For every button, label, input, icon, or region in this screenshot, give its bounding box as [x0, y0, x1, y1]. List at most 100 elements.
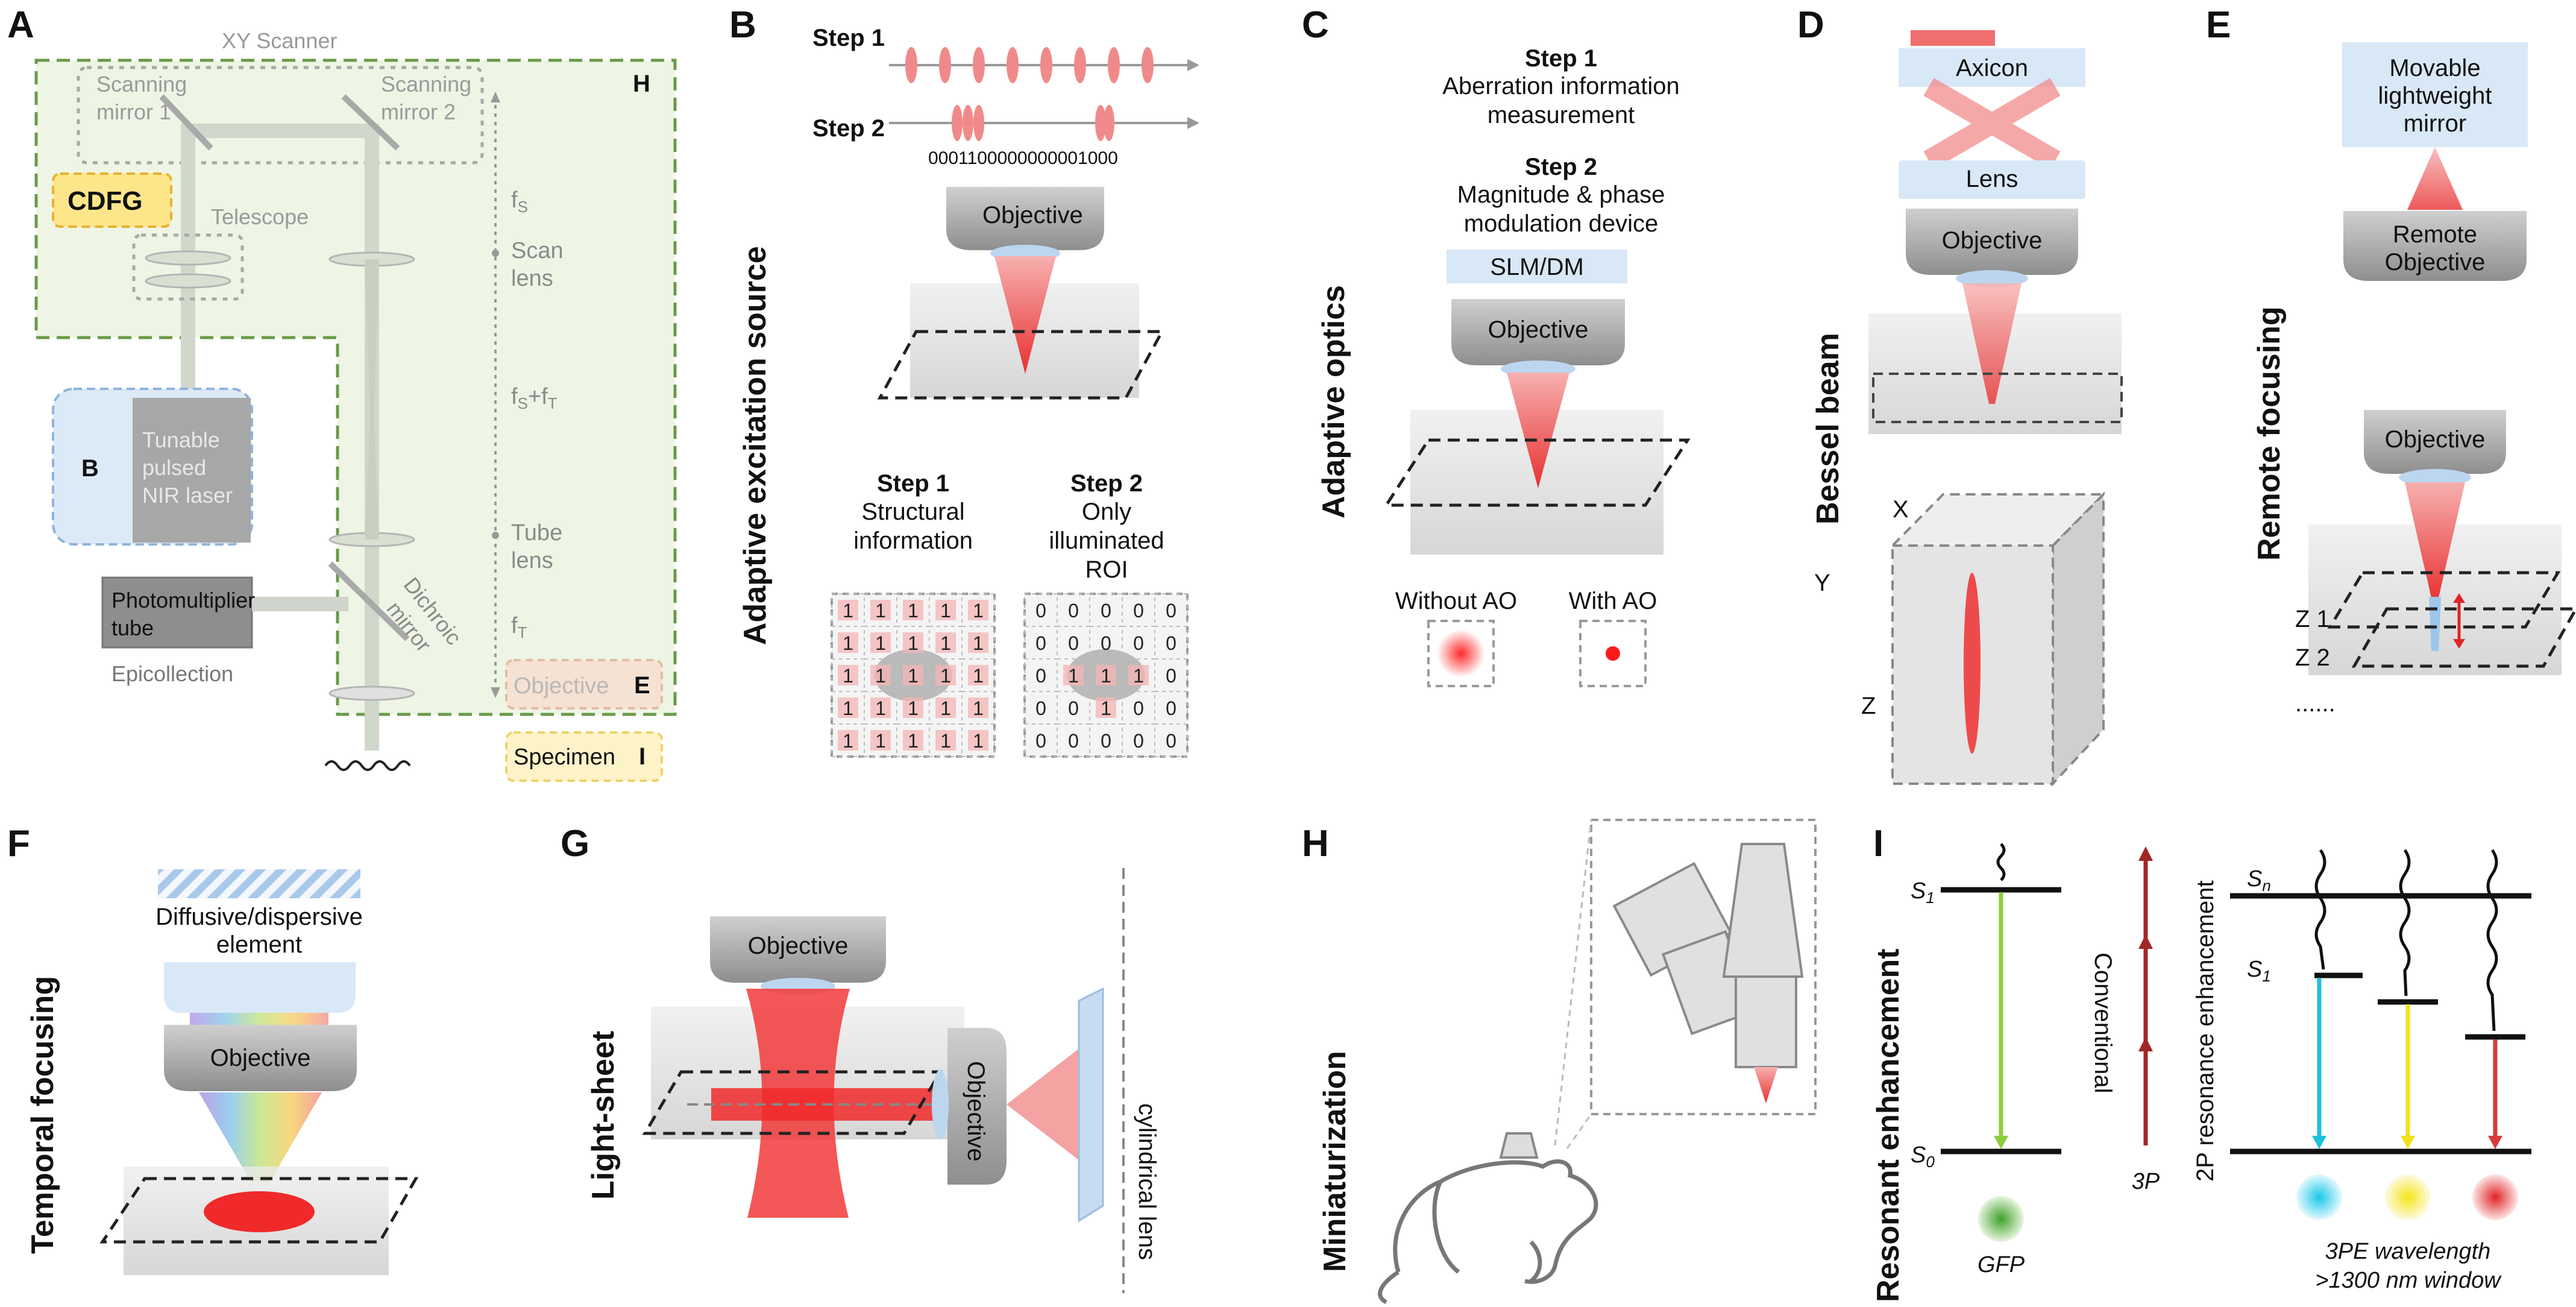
cylindrical-lens-shape [1078, 987, 1104, 1223]
b-step1: Step 1 [812, 25, 885, 51]
c-step2: Step 2 [1525, 154, 1597, 180]
xy-scanner-label: XY Scanner [222, 28, 337, 53]
c-step1-line2: measurement [1487, 102, 1635, 128]
specimen-tag-box [505, 731, 663, 782]
panel-f-letter: F [7, 823, 30, 865]
cylindrical-lens-label: cylindrical lens [1134, 1103, 1160, 1260]
cube-x-label: X [1893, 496, 1909, 523]
g-side-beam [1007, 1044, 1085, 1165]
mouse-miniscope [1499, 1132, 1539, 1159]
relax-squiggle-2 [2399, 849, 2411, 997]
panel-f-title: Temporal focusing [25, 976, 60, 1254]
grid-cell-value: 1 [1101, 698, 1111, 719]
telescope-lens-2 [145, 273, 231, 289]
grid-cell [864, 723, 897, 757]
panel-g-letter: G [561, 823, 589, 865]
grid-cell [929, 723, 963, 757]
relax-squiggle-1 [2314, 849, 2326, 970]
mirror1-line1: Scanning [96, 72, 187, 96]
cube-top [1890, 493, 2106, 547]
grid-cell-value: 0 [1035, 600, 1046, 622]
laser-line1: Tunable [142, 427, 220, 452]
grid-cell-value: 1 [940, 698, 951, 719]
f-objective-body [164, 1025, 357, 1091]
panel-d: D Bessel beam Axicon Lens Objective X Y … [1797, 4, 2123, 787]
grid-cell-value: 1 [908, 665, 919, 687]
c-focal-plane [1383, 438, 1691, 507]
d-objective-lens [1956, 270, 2028, 287]
movable-mirror-box [2342, 42, 2528, 147]
dispersive-element [158, 869, 360, 898]
b-objective-body [946, 187, 1104, 250]
panel-e: E Remote focusing Movable lightweight mi… [2206, 4, 2576, 717]
mirror-line3: mirror [2404, 110, 2466, 137]
c-step1: Step 1 [1525, 45, 1597, 72]
grid-cell-value: 1 [875, 600, 886, 622]
dichroic-mirror-shape [328, 561, 410, 641]
b-s1-line1: Structural [861, 499, 964, 525]
b-s2-line1: Only [1082, 499, 1131, 525]
e-objective-lens [2399, 469, 2471, 486]
grid-cell-value: 0 [1133, 632, 1144, 654]
illuminated-cell [935, 665, 956, 685]
epi-beam [252, 597, 348, 611]
c-step2-line2: modulation device [1464, 210, 1658, 237]
grid-cell-value: 0 [1166, 730, 1176, 752]
inset-guide-1 [1554, 819, 1592, 1146]
b-step2: Step 2 [812, 115, 885, 142]
slm-box [1447, 250, 1627, 283]
grid-cell-value: 0 [1166, 632, 1176, 654]
f-focus-spot [204, 1191, 315, 1232]
grid-cell-value: 1 [940, 632, 951, 654]
b-objective-label: Objective [982, 202, 1083, 228]
red-spot [2472, 1174, 2518, 1220]
xy-scanner-region [34, 58, 677, 716]
panel-h: H Miniaturization [1302, 819, 1817, 1305]
gfp-label: GFP [1978, 1252, 2025, 1277]
relax-squiggle-3 [2486, 849, 2498, 1031]
illuminated-cell [903, 600, 923, 620]
grid-cell-value: 0 [1166, 600, 1176, 622]
cdfg-box [52, 172, 172, 228]
panel-c-title: Adaptive optics [1316, 285, 1351, 518]
grid-cell-value: 1 [875, 665, 886, 687]
illuminated-cell [903, 730, 923, 751]
panel-b-title: Adaptive excitation source [738, 246, 773, 645]
axicon-body [1899, 48, 2085, 87]
grid-cell-value: 1 [843, 730, 853, 752]
window-line2: >1300 nm window [2315, 1268, 2502, 1293]
grid-cell-value: 0 [1133, 698, 1144, 719]
illuminated-cell [903, 632, 923, 653]
g-side-objective-body [947, 1028, 1007, 1185]
grid-cell-value: 0 [1035, 698, 1046, 719]
illuminated-cell [870, 600, 891, 620]
z2-plane [2351, 607, 2576, 668]
threep-arrow-head-low [2138, 1037, 2153, 1051]
focal-arrow-up [491, 92, 500, 102]
illuminated-cell [838, 600, 858, 620]
tube-lens-line2: lens [511, 548, 553, 573]
grid-cell-value: 1 [1133, 665, 1144, 687]
grid-cell-value: 0 [1068, 698, 1079, 719]
s1-relax-squiggle [1996, 843, 2006, 881]
without-ao-label: Without AO [1395, 588, 1517, 614]
objective-lens-shape [328, 685, 415, 701]
d-input-beam [1911, 30, 1995, 46]
remote-beam [2407, 147, 2463, 210]
panel-c-letter: C [1302, 4, 1329, 46]
threep-arrow-head-top [2138, 846, 2153, 861]
grid-cell-value: 1 [940, 665, 951, 687]
miniscope-beam [1754, 1067, 1778, 1103]
cube-y-label: Y [1814, 570, 1830, 596]
tube-lens-marker [492, 532, 499, 539]
yellow-spot [2385, 1174, 2431, 1220]
scan-lens-marker [492, 250, 499, 257]
illuminated-cell [935, 632, 956, 653]
objective-tag-box [505, 659, 663, 710]
grid-cell-value: 1 [843, 632, 853, 654]
mouse-outline [1378, 1159, 1598, 1305]
sn-label: Sn [2247, 866, 2271, 895]
grid-cell-value: 1 [875, 730, 886, 752]
